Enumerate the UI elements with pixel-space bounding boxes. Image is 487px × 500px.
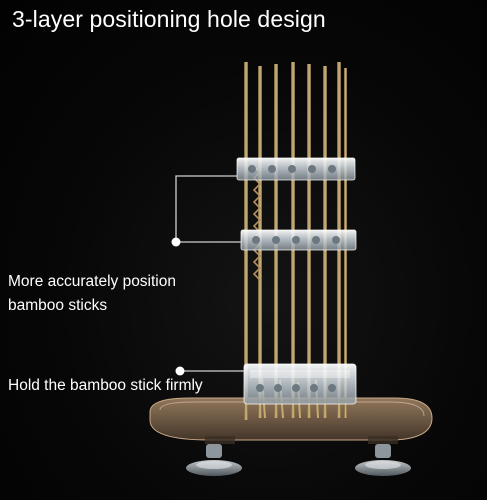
callout-dot-upper	[171, 237, 181, 247]
callout-text-upper: More accurately position bamboo sticks	[8, 270, 176, 318]
positioning-layer-top	[236, 157, 356, 181]
callout-text-upper-line2: bamboo sticks	[8, 297, 108, 314]
callout-text-upper-line1: More accurately position	[8, 273, 176, 290]
callout-text-lower-line1: Hold the bamboo stick firmly	[8, 377, 203, 394]
suction-cup-right	[355, 444, 411, 476]
positioning-layer-middle	[240, 229, 357, 251]
positioning-layer-bottom	[243, 363, 357, 405]
callout-dot-lower	[175, 366, 185, 376]
callout-text-lower: Hold the bamboo stick firmly	[8, 374, 203, 398]
headline: 3-layer positioning hole design	[12, 6, 326, 32]
suction-cup-left	[186, 444, 242, 476]
callout-line-upper	[175, 175, 241, 243]
